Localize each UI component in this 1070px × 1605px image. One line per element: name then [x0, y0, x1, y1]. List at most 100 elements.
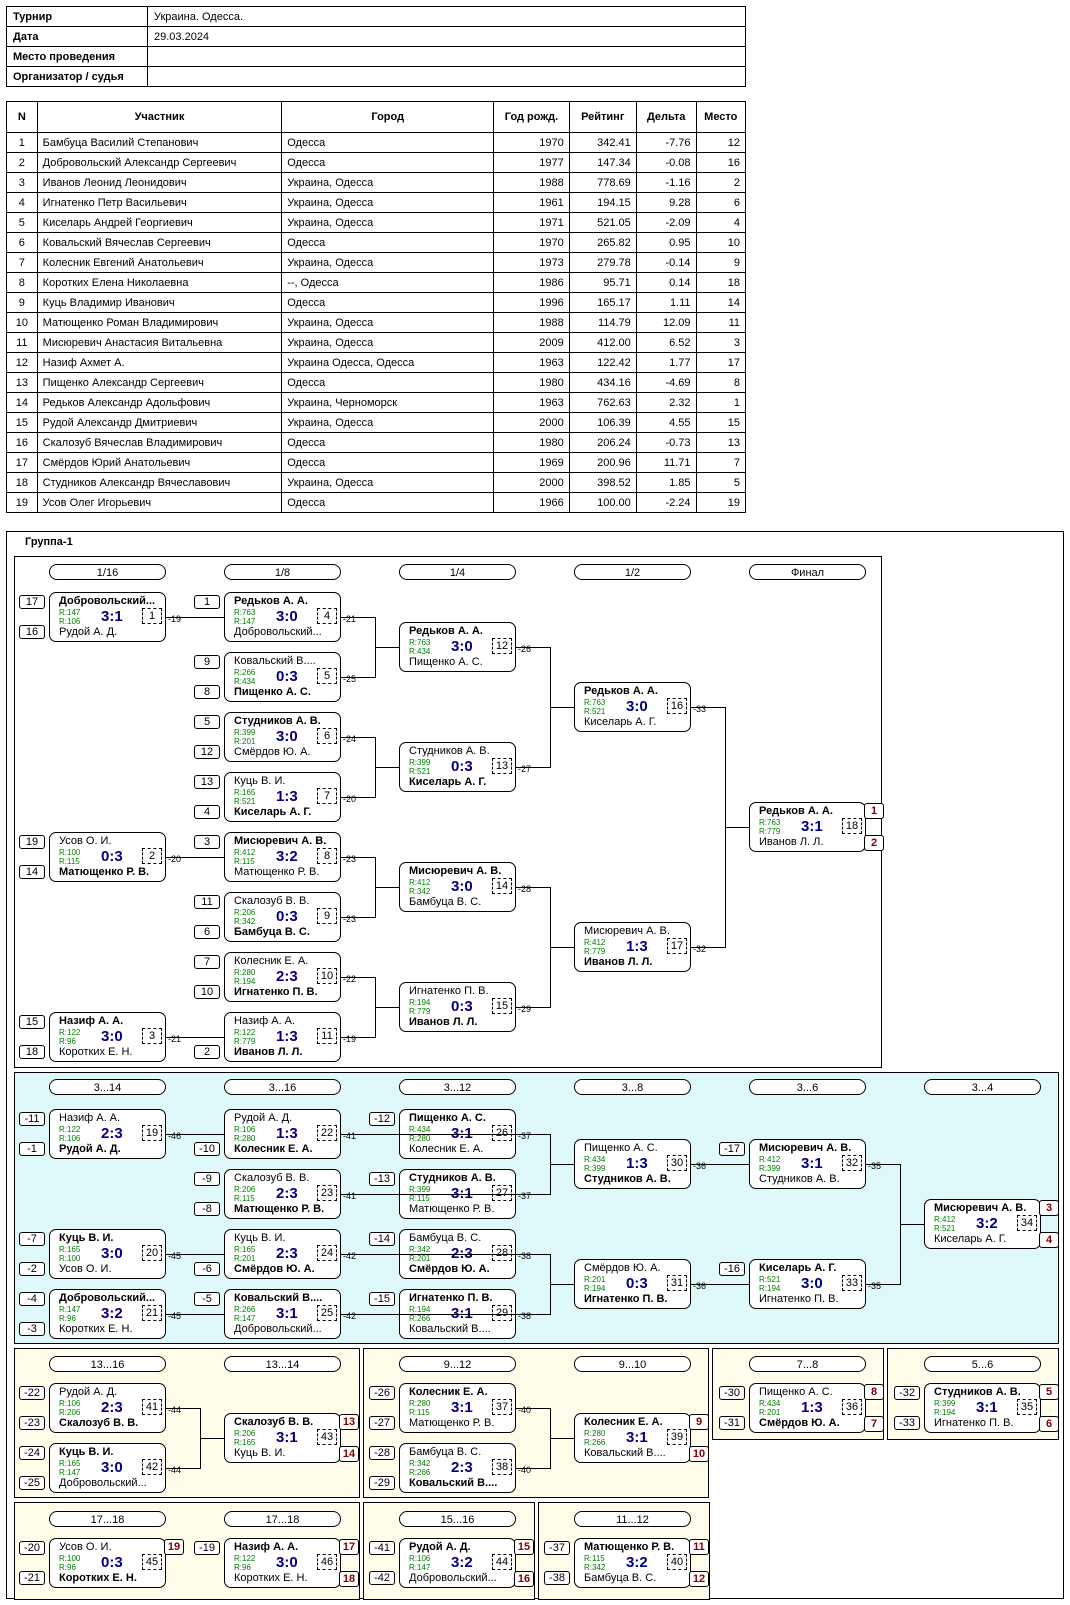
match-number: 1	[142, 608, 162, 624]
rating-top: R:412	[584, 938, 606, 947]
player-top: Усов О. И.	[59, 835, 112, 847]
match-number: 22	[317, 1125, 337, 1141]
rating-bottom: R:165	[234, 1438, 256, 1447]
bracket-line	[341, 1037, 375, 1038]
seed-badge: 13	[194, 775, 220, 789]
match-score: 3:2	[101, 1305, 123, 1322]
table-cell: 12	[6, 352, 38, 373]
rating-bottom: R:266	[409, 1468, 431, 1477]
table-cell: 8	[695, 372, 747, 393]
table-cell: Украина, Одесса	[281, 212, 495, 233]
table-cell: 13	[695, 432, 747, 453]
seed-badge: 16	[19, 625, 45, 639]
bracket-line	[550, 947, 574, 948]
bracket-line	[550, 1164, 574, 1165]
bracket-line	[900, 1224, 924, 1225]
match-number: 44	[492, 1554, 512, 1570]
match-number: 43	[317, 1429, 337, 1445]
player-bottom: Рудой А. Д.	[59, 1143, 121, 1155]
seed-badge: 8	[194, 685, 220, 699]
table-cell: Скалозуб Вячеслав Владимирович	[36, 432, 283, 453]
table-cell: Колесник Евгений Анатольевич	[36, 252, 283, 273]
table-cell: 10	[695, 232, 747, 253]
seed-badge: -13	[369, 1172, 395, 1186]
round-label: 17...18	[224, 1511, 341, 1527]
table-cell: Игнатенко Петр Васильевич	[36, 192, 283, 213]
table-cell: Украина, Одесса	[281, 412, 495, 433]
bracket-line	[516, 1408, 550, 1409]
match-number: 18	[842, 818, 862, 834]
rating-top: R:434	[759, 1399, 781, 1408]
table-cell: 18	[695, 272, 747, 293]
match-score: 2:3	[451, 1245, 473, 1262]
rating-bottom: R:342	[584, 1563, 606, 1572]
table-cell: 1988	[493, 312, 570, 333]
table-cell: 4.55	[635, 412, 697, 433]
seed-badge: -41	[369, 1541, 395, 1555]
bracket-line	[550, 707, 574, 708]
bracket-line	[200, 1438, 224, 1439]
bracket-line	[866, 1284, 900, 1285]
bracket-line	[550, 1284, 574, 1285]
player-top: Мисюревич А. В.	[234, 835, 327, 847]
rating-top: R:122	[234, 1554, 256, 1563]
table-cell: 9	[6, 292, 38, 313]
rating-top: R:763	[584, 698, 606, 707]
rating-top: R:280	[584, 1429, 606, 1438]
seed-badge: 18	[19, 1045, 45, 1059]
player-top: Колесник Е. А.	[409, 1386, 488, 1398]
match-score: 1:3	[801, 1399, 823, 1416]
player-top: Куць В. И.	[59, 1446, 114, 1458]
bracket-line	[166, 1254, 224, 1255]
bracket-line	[341, 917, 375, 918]
bracket-line	[516, 887, 550, 888]
seed-badge: -1	[19, 1142, 45, 1156]
match-number: 40	[667, 1554, 687, 1570]
player-bottom: Коротких Е. Н.	[59, 1572, 137, 1584]
seed-badge: -11	[19, 1112, 45, 1126]
rating-top: R:412	[759, 1155, 781, 1164]
table-cell: Мисюревич Анастасия Витальевна	[36, 332, 283, 353]
match-number: 21	[142, 1305, 162, 1321]
match-score: 3:2	[276, 848, 298, 865]
seed-badge: -3	[19, 1322, 45, 1336]
player-top: Добровольский...	[59, 595, 156, 607]
seed-badge: -28	[369, 1446, 395, 1460]
column-header: Участник	[36, 101, 283, 133]
rating-bottom: R:201	[409, 1254, 431, 1263]
bracket-line	[166, 857, 224, 858]
info-value	[147, 66, 746, 87]
match-score: 3:1	[451, 1305, 473, 1322]
table-cell: 3	[695, 332, 747, 353]
table-cell: 1970	[493, 132, 570, 153]
rating-top: R:399	[234, 728, 256, 737]
rating-bottom: R:201	[759, 1408, 781, 1417]
rating-bottom: R:779	[759, 827, 781, 836]
player-top: Скалозуб В. В.	[234, 895, 310, 907]
round-label: 15...16	[399, 1511, 516, 1527]
table-cell: 2000	[493, 412, 570, 433]
table-cell: Одесса	[281, 452, 495, 473]
bracket-line	[725, 827, 749, 828]
match-number: 16	[667, 698, 687, 714]
table-cell: 1973	[493, 252, 570, 273]
seed-badge: -22	[19, 1386, 45, 1400]
match-number: 7	[317, 788, 337, 804]
table-cell: -0.08	[635, 152, 697, 173]
place-badge: 15	[514, 1539, 534, 1555]
table-cell: 412.00	[568, 332, 637, 353]
loser-destination: -37	[518, 1131, 532, 1141]
match-number: 32	[842, 1155, 862, 1171]
match-number: 2	[142, 848, 162, 864]
rating-bottom: R:399	[759, 1164, 781, 1173]
